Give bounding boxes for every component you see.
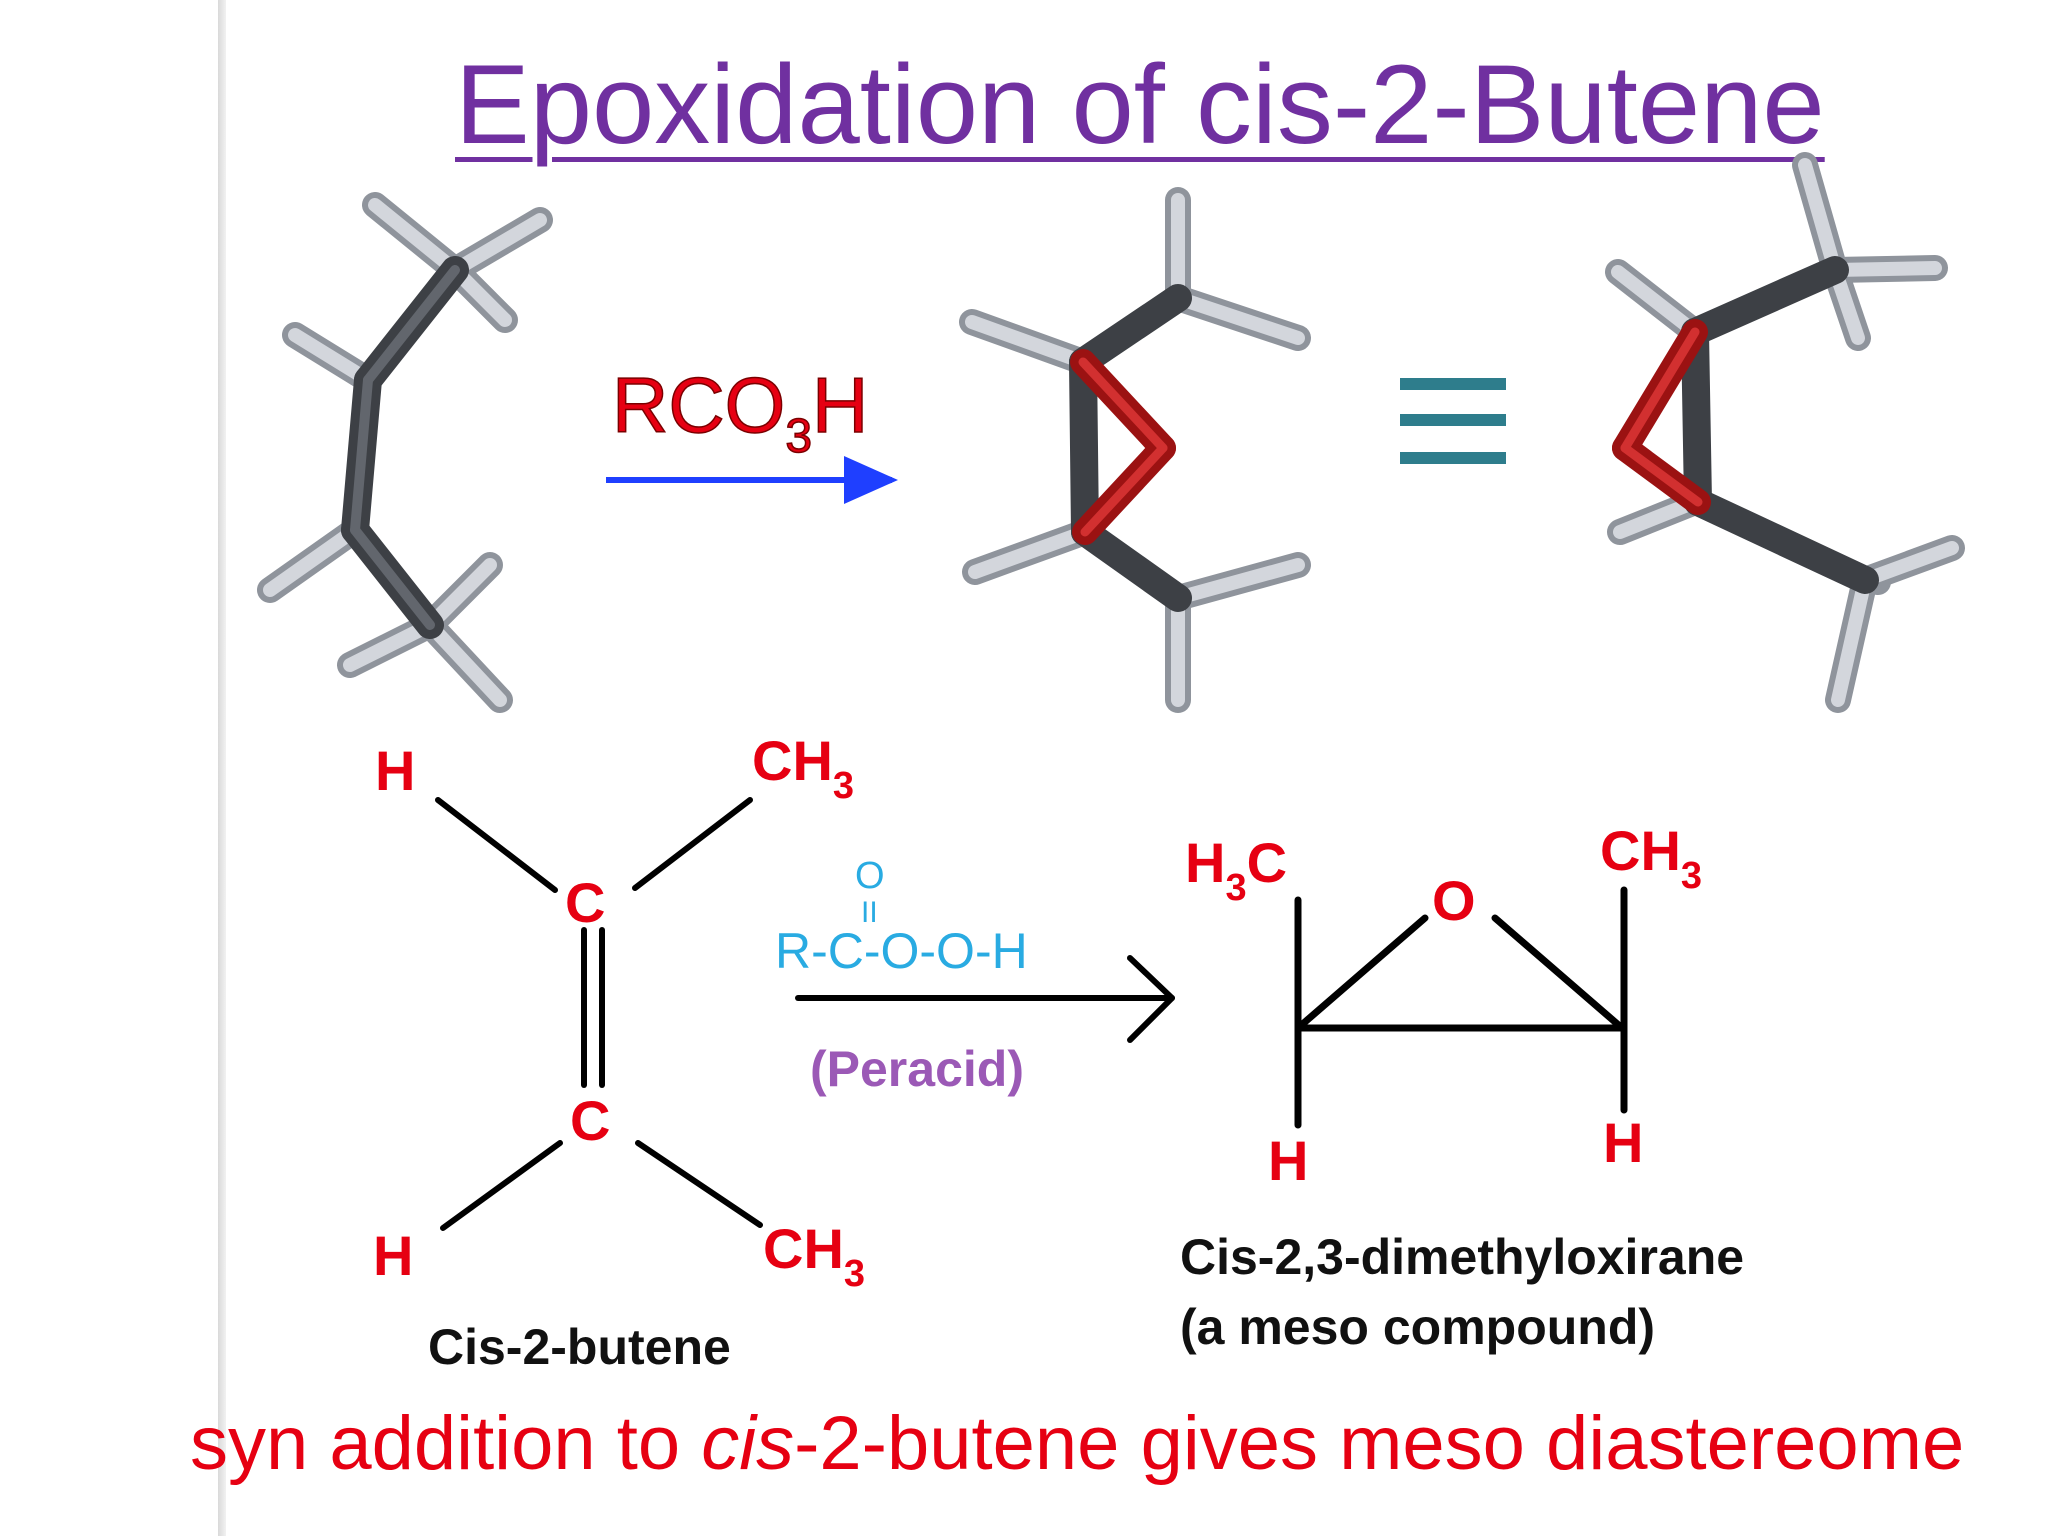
model-epoxide-front [959,187,1311,713]
atom-c: C [570,1089,610,1152]
summary-statement: syn addition to cis-2-butene gives meso … [190,1401,1965,1486]
atom-o: O [1432,869,1476,932]
peracid-reagent: O II R-C-O-O-H (Peracid) [775,855,1028,1097]
model-epoxide-rotated [1605,152,1965,713]
reactant-name: Cis-2-butene [428,1319,731,1375]
reagent-rco3h: RCO3H [611,360,869,464]
atom-h: H [373,1224,413,1287]
svg-text:CH3: CH3 [752,729,854,807]
structure-oxirane: H3C O CH3 H H [1185,819,1702,1192]
product-name: Cis-2,3-dimethyloxirane [1180,1229,1745,1285]
svg-text:CH3: CH3 [1600,819,1702,897]
equivalent-sign [1400,378,1506,464]
page-title: Epoxidation of cis-2-Butene [455,42,1825,167]
left-border [218,0,226,1536]
model-cis-2-butene [257,192,553,713]
reaction-arrow [795,955,1175,1043]
svg-text:(Peracid): (Peracid) [810,1041,1024,1097]
svg-text:O: O [855,855,885,897]
svg-text:H3C: H3C [1185,831,1287,909]
structure-cis-2-butene: H CH3 C C H CH3 [373,729,865,1295]
svg-text:CH3: CH3 [763,1217,865,1295]
product-note: (a meso compound) [1180,1299,1656,1355]
svg-text:R-C-O-O-H: R-C-O-O-H [775,923,1028,979]
svg-text:RCO3H: RCO3H [612,361,868,463]
atom-c: C [565,871,605,934]
svg-text:II: II [861,896,878,929]
atom-h: H [375,739,415,802]
atom-h: H [1603,1111,1643,1174]
atom-h: H [1268,1129,1308,1192]
